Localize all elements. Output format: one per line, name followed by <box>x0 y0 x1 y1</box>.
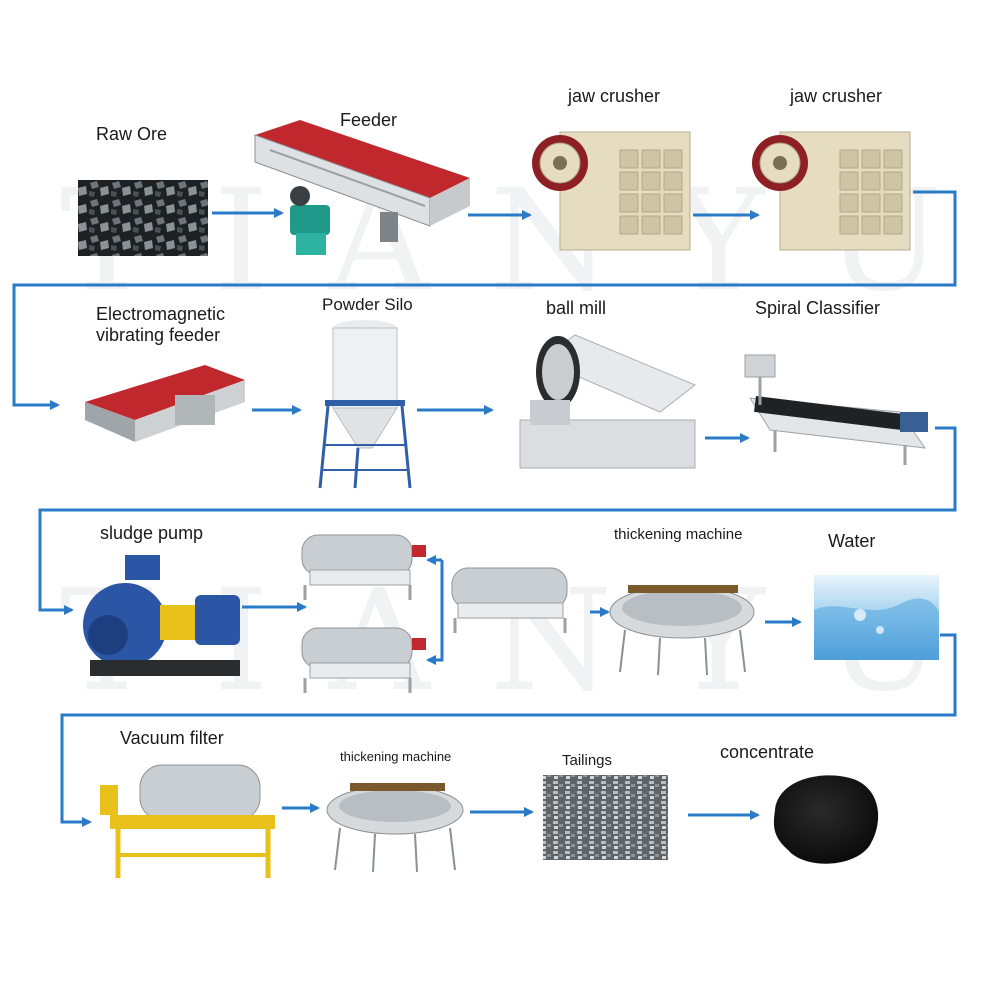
vacuum-filter-unit-c <box>451 567 568 633</box>
sludge-pump-machine <box>83 555 240 676</box>
vacuum-filter-unit-a <box>301 534 426 600</box>
label-thickening-machine-1: thickening machine <box>614 526 743 543</box>
jaw-crusher-2-machine <box>752 131 911 251</box>
label-feeder: Feeder <box>340 110 398 130</box>
label-jaw-crusher-2: jaw crusher <box>790 86 883 106</box>
label-vacuum-filter: Vacuum filter <box>120 728 224 748</box>
ball-mill-machine <box>519 334 696 469</box>
label-jaw-crusher-1: jaw crusher <box>568 86 661 106</box>
arrow-crusher2-to-em-feeder <box>12 190 957 410</box>
raw-ore-image <box>78 180 208 256</box>
arrow-filter-split-b <box>426 560 444 665</box>
arrow-water-to-vacuum-filter <box>60 633 957 827</box>
water-image <box>814 575 939 660</box>
thickening-machine-1 <box>609 585 755 676</box>
label-raw-ore: Raw Ore <box>96 124 168 144</box>
powder-silo-machine <box>318 320 412 489</box>
arrow-classifier-to-pump <box>38 426 957 615</box>
jaw-crusher-1-machine <box>532 131 691 251</box>
spiral-classifier-machine <box>744 354 928 465</box>
label-water: Water <box>828 531 876 551</box>
label-tailings: Tailings <box>562 752 613 769</box>
tailings-image <box>543 775 668 860</box>
vacuum-filter-machine <box>100 764 275 878</box>
label-concentrate: concentrate <box>720 742 815 762</box>
flow-arrows <box>12 190 957 827</box>
label-powder-silo: Powder Silo <box>322 295 413 314</box>
vacuum-filter-unit-b <box>301 627 426 693</box>
label-ball-mill: ball mill <box>546 298 607 318</box>
label-spiral-classifier: Spiral Classifier <box>755 298 881 318</box>
thickening-machine-2 <box>326 783 464 873</box>
label-thickening-machine-2: thickening machine <box>340 749 452 764</box>
em-vibrating-feeder-machine <box>85 365 245 442</box>
label-em-vibrating-feeder: Electromagnetic vibrating feeder <box>96 304 226 345</box>
feeder-machine <box>254 120 470 255</box>
label-sludge-pump: sludge pump <box>100 523 204 543</box>
concentrate-image <box>773 775 879 864</box>
